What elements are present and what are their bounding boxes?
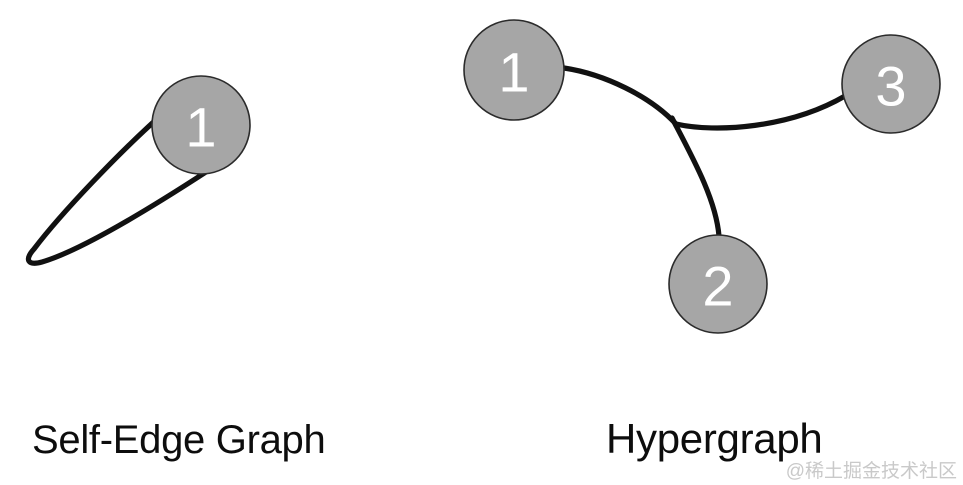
node-self-1-label: 1 xyxy=(185,96,216,159)
node-hyper-2-label: 2 xyxy=(702,255,733,318)
node-self-1[interactable] xyxy=(151,75,251,175)
node-hyper-1[interactable] xyxy=(463,19,565,121)
caption-hypergraph: Hypergraph xyxy=(606,415,823,462)
hyperedge-branch-node3 xyxy=(673,93,848,131)
caption-self-edge-graph: Self-Edge Graph xyxy=(32,418,326,462)
self-edge-graph-group: 1 xyxy=(25,75,251,266)
node-hyper-2[interactable] xyxy=(668,234,768,334)
node-hyper-3[interactable] xyxy=(841,34,941,134)
hyperedge-branch-node1 xyxy=(561,65,679,127)
watermark-text: @稀土掘金技术社区 xyxy=(785,461,957,482)
hyperedge-branch-node2 xyxy=(669,115,722,239)
hypergraph-group: 1 2 3 xyxy=(463,19,941,334)
node-hyper-3-label: 3 xyxy=(875,55,906,118)
node-hyper-1-label: 1 xyxy=(498,41,529,104)
self-loop-edge xyxy=(25,115,209,266)
